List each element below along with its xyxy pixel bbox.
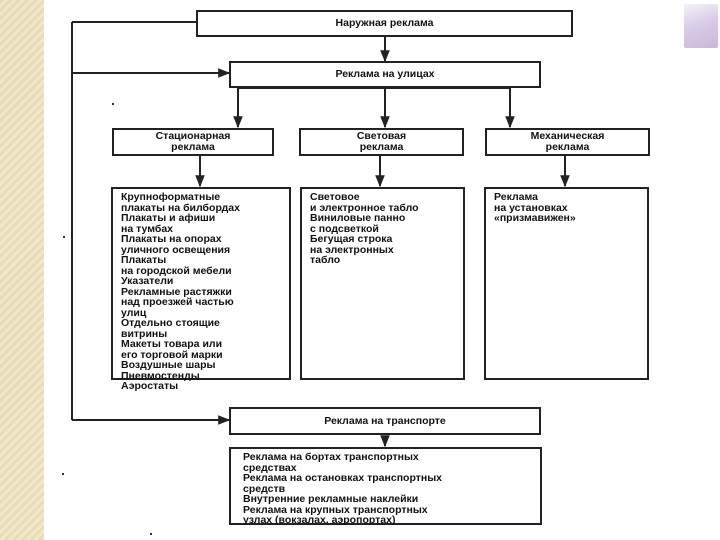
transport-list: Реклама на бортах транспортных средствах… <box>229 447 542 525</box>
list-item: Плакаты на опорах уличного освещения <box>121 233 231 256</box>
corner-thumbnail-image <box>684 4 718 48</box>
list-item: Указатели <box>121 275 174 287</box>
list-item: Рекламные растяжки над проезжей частью у… <box>121 285 234 319</box>
list-item: Плакаты и афиши на тумбах <box>121 212 216 235</box>
list-item: Макеты товара или его торговой марки <box>121 338 223 361</box>
scan-speck <box>150 533 152 535</box>
list-item: Плакаты на городской мебели <box>121 254 232 277</box>
street-box: Реклама на улицах <box>229 61 541 88</box>
list-item: Аэростаты <box>121 380 179 392</box>
transport-box: Реклама на транспорте <box>229 407 541 435</box>
list-item: Реклама на остановках транспортных средс… <box>243 472 443 495</box>
stationary-list: Крупноформатные плакаты на билбордах Пла… <box>111 187 291 391</box>
list-item: Внутренние рекламные наклейки <box>243 493 419 505</box>
list-item: Воздушные шары <box>121 359 216 371</box>
decorative-side-strip <box>0 0 44 540</box>
list-item: Реклама на крупных транспортных узлах (в… <box>243 503 428 526</box>
list-item: Виниловые панно с подсветкой <box>310 212 406 235</box>
list-item: Бегущая строка на электронных табло <box>310 233 394 266</box>
category-mechanical-box: Механическая реклама <box>485 128 650 156</box>
list-item: Световое и электронное табло <box>310 191 419 214</box>
mechanical-list: Реклама на установках «призмавижен» <box>484 187 649 380</box>
category-light-box: Световая реклама <box>299 128 464 156</box>
list-item: Пневмостенды <box>121 369 200 382</box>
list-item: Отдельно стоящие витрины <box>121 317 220 340</box>
list-item: Реклама на установках «призмавижен» <box>494 191 576 224</box>
light-list: Световое и электронное табло Виниловые п… <box>300 187 465 380</box>
scan-speck <box>63 236 65 238</box>
list-item: Крупноформатные плакаты на билбордах <box>121 191 240 214</box>
scan-speck <box>112 103 114 105</box>
root-box: Наружная реклама <box>196 10 573 37</box>
category-stationary-box: Стационарная реклама <box>112 128 274 156</box>
scan-speck <box>62 473 64 475</box>
list-item: Реклама на бортах транспортных средствах <box>243 451 419 474</box>
